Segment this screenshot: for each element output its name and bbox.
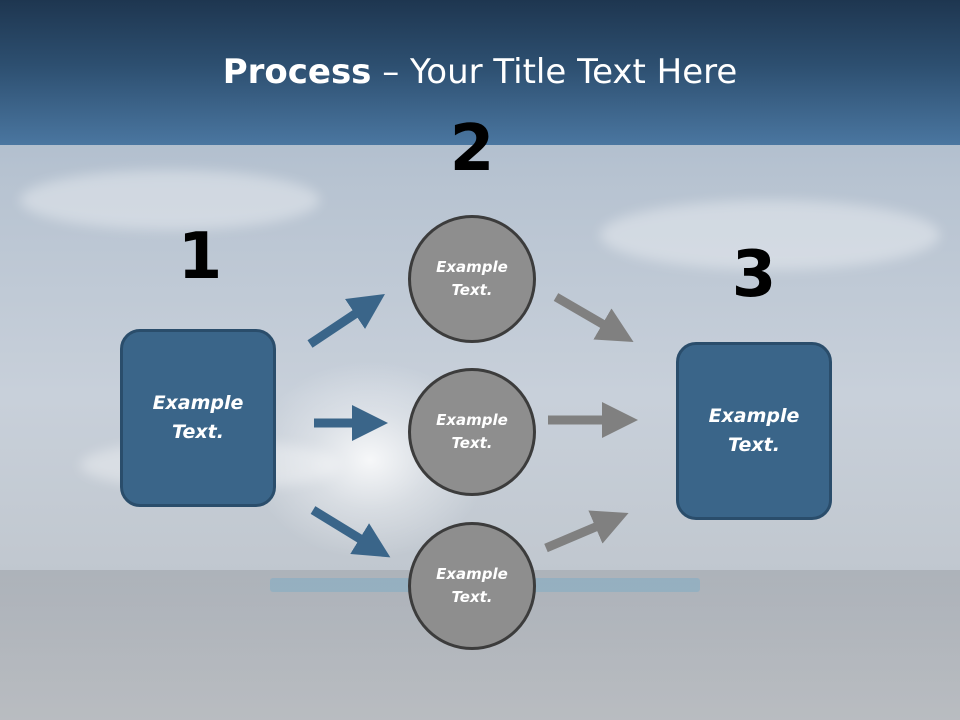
step-3-box: Example Text. <box>676 342 832 520</box>
step-number-3: 3 <box>731 238 777 312</box>
arrow-left-to-top <box>307 294 385 348</box>
title-bold: Process <box>222 52 372 92</box>
step-2-circle-bottom: Example Text. <box>408 522 536 650</box>
step-2-circle-middle: Example Text. <box>408 368 536 496</box>
title-rest: – Your Title Text Here <box>371 52 738 92</box>
cloud <box>600 200 940 270</box>
step-number-2: 2 <box>449 112 495 186</box>
arrow-top-to-right <box>553 293 634 343</box>
page-title: Process – Your Title Text Here <box>0 52 960 92</box>
cloud <box>20 170 320 230</box>
step-number-1: 1 <box>177 220 223 294</box>
step-1-box: Example Text. <box>120 329 276 507</box>
arrow-bottom-to-right <box>544 510 629 553</box>
arrow-left-to-bottom <box>310 506 391 558</box>
step-2-circle-top: Example Text. <box>408 215 536 343</box>
header-band <box>0 0 960 145</box>
